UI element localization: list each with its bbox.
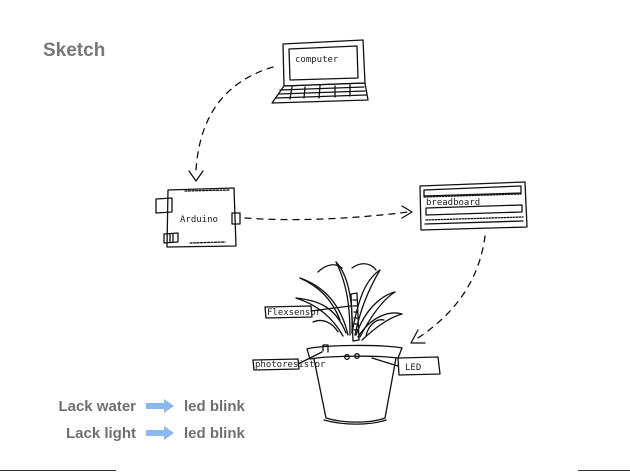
right-arrow-icon: [146, 426, 174, 440]
arrow-breadboard-to-pot: [417, 235, 486, 339]
bottom-rule-left: [0, 470, 116, 471]
led-label-box: [397, 356, 441, 376]
bottom-rule-right: [578, 470, 630, 471]
arduino-label: Arduino: [180, 215, 218, 225]
pot-sketch: [306, 344, 403, 425]
arduino-sketch: [155, 187, 241, 248]
legend-row-water: Lack water led blink: [40, 395, 245, 417]
computer-sketch: [271, 39, 369, 104]
plant-sketch: [295, 261, 403, 341]
slide-title: Sketch: [43, 40, 106, 61]
flexsensor-sketch: [350, 292, 360, 342]
computer-label: computer: [295, 55, 339, 65]
legend-condition: Lack water: [58, 397, 136, 415]
legend-result: led blink: [184, 424, 245, 442]
arrow-computer-to-arduino: [195, 66, 274, 171]
photoresistor-label-box: [252, 358, 300, 371]
flexsensor-label-box: [264, 305, 313, 319]
photoresistor-label: photoresistor: [255, 360, 326, 370]
legend-row-light: Lack light led blink: [40, 422, 245, 444]
led-label: LED: [405, 363, 421, 373]
legend-condition: Lack light: [65, 424, 136, 442]
legend-result: led blink: [184, 397, 245, 415]
breadboard-sketch: [419, 181, 528, 231]
flexsensor-label: Flexsensor: [267, 308, 322, 318]
breadboard-label: breadboard: [426, 198, 480, 208]
right-arrow-icon: [146, 399, 174, 413]
arrow-arduino-to-breadboard: [244, 211, 409, 221]
